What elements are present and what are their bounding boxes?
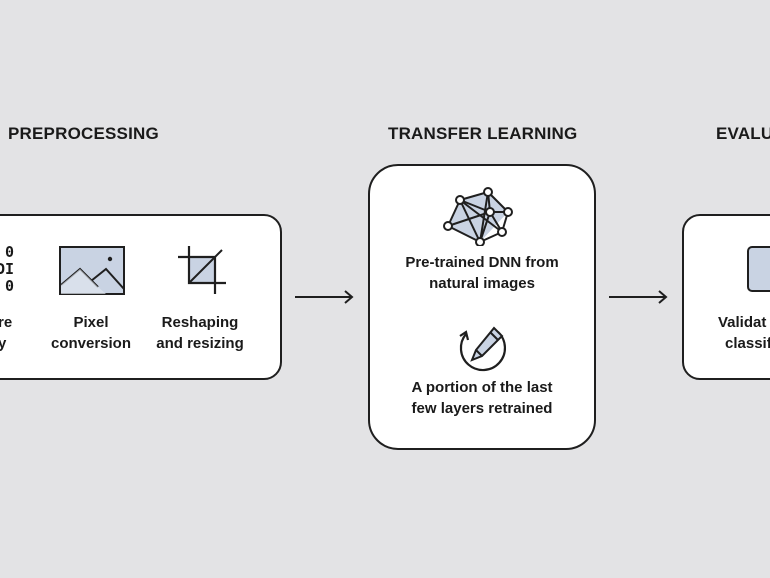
reshaping-label-line2: and resizing: [156, 335, 244, 352]
crop-icon: [178, 246, 226, 294]
stage-title-preprocessing: PREPROCESSING: [8, 124, 159, 143]
pixel-conversion-label-line1: Pixel: [73, 314, 109, 331]
pixel-conversion-label-line2: conversion: [50, 335, 132, 352]
stage-title-transfer-learning: TRANSFER LEARNING: [388, 124, 578, 143]
feature-array-label-line1: re: [0, 314, 13, 331]
pretrained-dnn-label-line1: Pre-trained DNN from: [405, 254, 559, 271]
retrained-layers-label-line2: few layers retrained: [411, 400, 553, 417]
reshaping-label-line1: Reshaping: [161, 314, 239, 331]
preprocessing-box: [0, 214, 282, 380]
validation-label-line2: classif: [725, 335, 770, 352]
retrained-layers-label-line1: A portion of the last: [411, 379, 553, 396]
pretrained-dnn-label-line2: natural images: [429, 275, 535, 292]
retrain-pencil-icon: [459, 326, 507, 372]
feature-array-label-line2: y: [0, 335, 7, 352]
arrow-transfer-to-evaluation: [609, 290, 668, 304]
evaluation-box: [682, 214, 770, 380]
arrow-preprocessing-to-transfer: [295, 290, 354, 304]
stage-title-evaluation: EVALU: [716, 124, 770, 143]
neural-network-icon: [443, 187, 513, 246]
image-icon: [59, 246, 125, 295]
binary-data-icon: 0 DI 0: [0, 243, 14, 295]
laptop-icon: [747, 246, 770, 292]
validation-label-line1: Validat: [718, 314, 767, 331]
